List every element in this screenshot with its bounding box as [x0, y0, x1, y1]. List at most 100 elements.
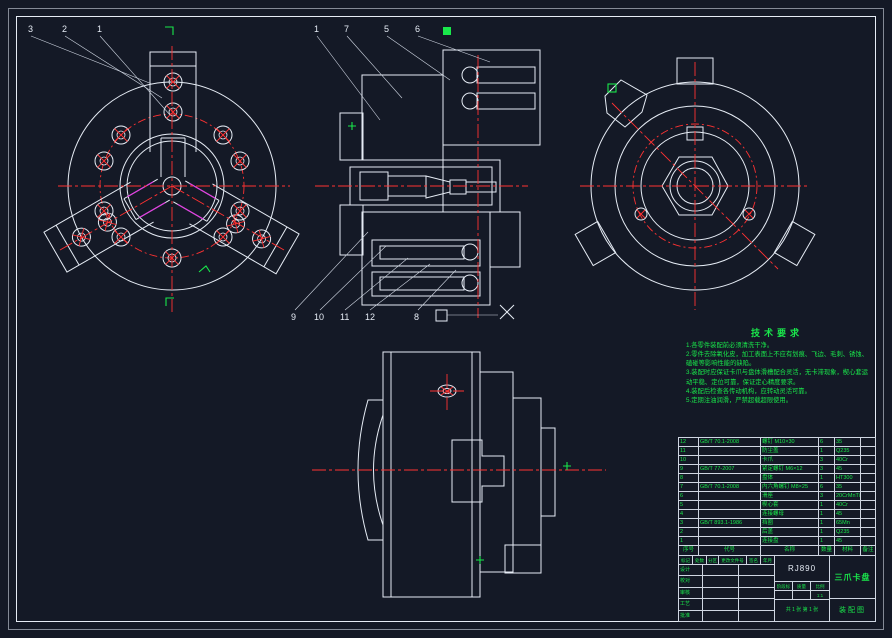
part-code: [699, 501, 761, 509]
side-view-chuck[interactable]: [312, 351, 606, 598]
part-no: 10: [679, 456, 699, 464]
technical-requirement-item: 3.装配时应保证卡爪与盘体滑槽配合灵活，无卡滞现象，楔心套运动平稳、定位可靠，保…: [686, 369, 868, 386]
signature-role-label: 审核: [679, 587, 703, 599]
part-material: 45: [835, 537, 861, 545]
part-qty: 3: [819, 492, 835, 500]
part-qty: 3: [819, 465, 835, 473]
part-qty: 6: [819, 483, 835, 491]
part-code: [699, 447, 761, 455]
key-wedge-section[interactable]: [604, 79, 648, 128]
date-cell: [739, 565, 774, 575]
part-note: [861, 483, 875, 491]
meta-labels-row: 阶段标记 质量 比例: [775, 582, 829, 591]
header-code: 代号: [699, 546, 761, 555]
part-material: 35: [835, 438, 861, 446]
balloon-label: 8: [414, 312, 420, 322]
part-note: [861, 519, 875, 527]
part-material: 45: [835, 510, 861, 518]
date-cell: [739, 576, 774, 586]
part-material: HT300: [835, 474, 861, 482]
sheet-count: 共 1 张 第 1 张: [785, 607, 819, 613]
parts-list-row[interactable]: 6 滑座 3 20CrMnTi: [679, 492, 875, 501]
part-qty: 1: [819, 519, 835, 527]
part-code: [699, 456, 761, 464]
parts-list-rows: 12 GB/T 70.1-2008 螺钉 M10×30 6 35 11 防尘盖 …: [679, 438, 875, 546]
part-note: [861, 528, 875, 536]
revision-header-cell: 签名: [747, 556, 761, 564]
part-no: 2: [679, 528, 699, 536]
jaw-guide-magenta: [127, 181, 216, 220]
front-view-chuck[interactable]: [44, 46, 299, 312]
parts-list-row[interactable]: 7 GB/T 70.1-2008 内六角螺钉 M8×25 6 35: [679, 483, 875, 492]
part-code: [699, 492, 761, 500]
signature-role-label: 批准: [679, 610, 703, 622]
part-name: 螺钉 M10×30: [761, 438, 819, 446]
rear-view-chuck[interactable]: [574, 57, 816, 310]
parts-list-row[interactable]: 4 连接螺母 1 45: [679, 510, 875, 519]
part-qty: 1: [819, 528, 835, 536]
part-note: [861, 438, 875, 446]
part-note: [861, 456, 875, 464]
signature-role-label: 设计: [679, 565, 703, 576]
signature-rows: 设计 校对 审核: [679, 565, 774, 622]
parts-list-row[interactable]: 10 卡爪 3 40Cr: [679, 456, 875, 465]
part-material: 40Cr: [835, 456, 861, 464]
signature-cell: [703, 599, 739, 610]
part-no: 11: [679, 447, 699, 455]
drawing-number: RJ890: [775, 556, 829, 582]
title-block-name-area: 三爪卡盘 装配图: [830, 556, 875, 621]
part-no: 5: [679, 501, 699, 509]
part-note: [861, 465, 875, 473]
parts-list-row[interactable]: 9 GB/T 77-2007 紧定螺钉 M6×12 3 45: [679, 465, 875, 474]
part-qty: 1: [819, 474, 835, 482]
scale-label: 比例: [815, 584, 825, 589]
technical-requirement-item: 4.装配后检查各传动机构，应转动灵活可靠。: [686, 387, 811, 395]
mass-label: 质量: [793, 582, 811, 590]
part-name: 挡圈: [761, 519, 819, 527]
part-note: [861, 447, 875, 455]
part-material: 20CrMnTi: [836, 492, 861, 500]
clamp-bolts-top[interactable]: [461, 66, 536, 110]
signature-row: 审核: [679, 587, 774, 600]
part-qty: 1: [819, 501, 835, 509]
balloon-label: 5: [384, 24, 390, 34]
balloon-label: 1: [314, 24, 320, 34]
part-code: [699, 528, 761, 536]
part-code: [699, 537, 761, 545]
part-name: 后盖: [761, 528, 819, 536]
parts-list-row[interactable]: 11 防尘盖 1 Q235: [679, 447, 875, 456]
part-name: 滑座: [761, 492, 819, 500]
parts-list: 12 GB/T 70.1-2008 螺钉 M10×30 6 35 11 防尘盖 …: [678, 437, 876, 556]
jaw-key-side[interactable]: [451, 439, 505, 503]
part-title: 三爪卡盘: [830, 556, 875, 599]
parts-list-row[interactable]: 3 GB/T 893.1-1986 挡圈 1 65Mn: [679, 519, 875, 528]
balloon-label: 3: [28, 24, 34, 34]
header-material: 材料: [835, 546, 861, 555]
signature-role-label: 校对: [679, 576, 703, 587]
clamp-bolts-bottom[interactable]: [371, 239, 481, 297]
balloon-leader-lines: [30, 35, 491, 311]
date-cell: [739, 611, 774, 622]
parts-list-row[interactable]: 8 盘体 1 HT300: [679, 474, 875, 483]
header-name: 名称: [761, 546, 819, 555]
part-name: 连接螺母: [761, 510, 819, 518]
part-code: GB/T 70.1-2008: [699, 438, 761, 446]
part-no: 4: [679, 510, 699, 518]
stage-label: 阶段标记: [775, 582, 793, 590]
part-name: 连接盘: [761, 537, 819, 545]
part-material: 45: [835, 465, 861, 473]
part-name: 楔心套: [761, 501, 819, 509]
parts-list-row[interactable]: 1 连接盘 1 45: [679, 537, 875, 546]
part-no: 12: [679, 438, 699, 446]
parts-list-row[interactable]: 5 楔心套 1 40Cr: [679, 501, 875, 510]
section-view[interactable]: [315, 49, 541, 322]
section-cut-symbol: [435, 304, 515, 322]
balloon-label: 2: [62, 24, 68, 34]
balloon-label: 7: [344, 24, 350, 34]
balloon-label: 10: [314, 312, 325, 322]
part-note: [861, 537, 875, 545]
parts-list-row[interactable]: 12 GB/T 70.1-2008 螺钉 M10×30 6 35: [679, 438, 875, 447]
parts-list-row[interactable]: 2 后盖 1 Q235: [679, 528, 875, 537]
